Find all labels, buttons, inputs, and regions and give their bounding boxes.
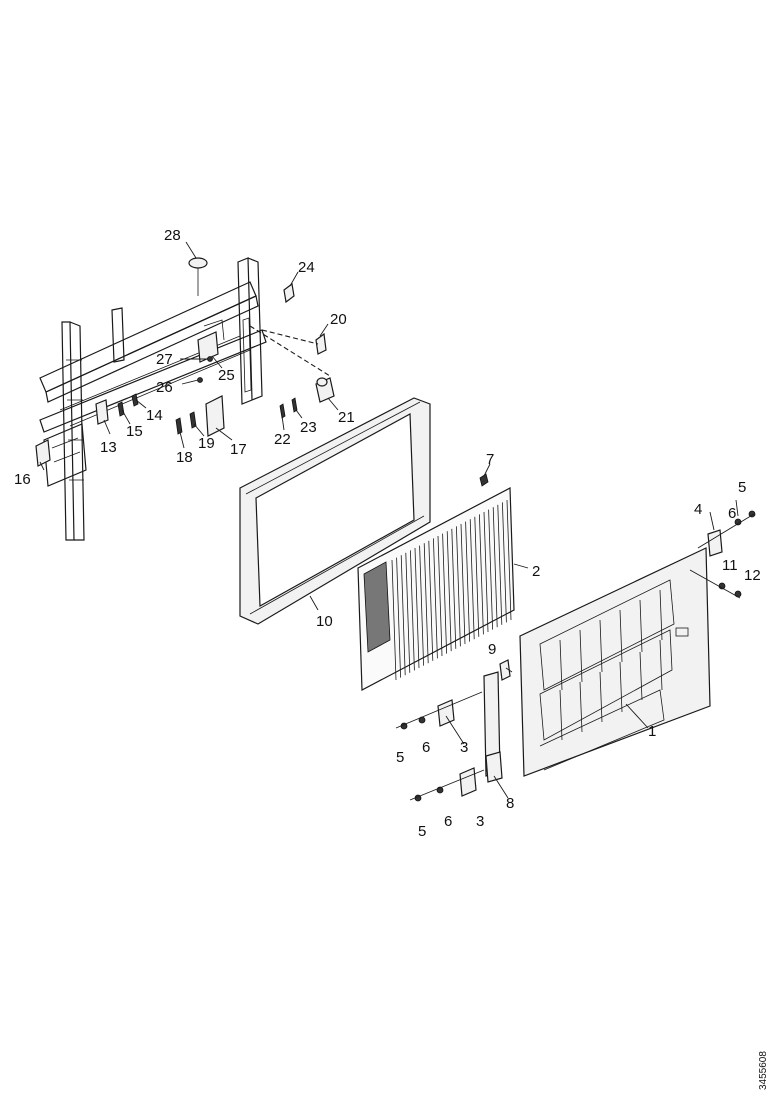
grille-panel-part bbox=[519, 547, 711, 777]
callout-label: 22 bbox=[274, 431, 291, 448]
callout-label: 21 bbox=[338, 409, 355, 426]
callout-label: 12 bbox=[744, 567, 761, 584]
fastener-stack-lower bbox=[409, 767, 485, 802]
clip-part-9 bbox=[499, 659, 511, 681]
callout-label: 6 bbox=[728, 505, 736, 522]
callout-label: 7 bbox=[486, 451, 494, 468]
radiator-core-part bbox=[357, 487, 515, 691]
callout-label: 19 bbox=[198, 435, 215, 452]
callout-label: 6 bbox=[444, 813, 452, 830]
callout-label: 24 bbox=[298, 259, 315, 276]
callout-label: 3 bbox=[476, 813, 484, 830]
outer-frame-part bbox=[239, 397, 431, 625]
callout-label: 5 bbox=[418, 823, 426, 840]
callout-label: 26 bbox=[156, 379, 173, 396]
vehicle-frame bbox=[39, 257, 267, 541]
fastener-stack-right bbox=[689, 510, 756, 599]
callout-label: 13 bbox=[100, 439, 117, 456]
callout-labels: 28 24 20 27 25 26 14 15 13 16 18 19 17 2… bbox=[14, 227, 761, 840]
callout-label: 14 bbox=[146, 407, 163, 424]
callout-label: 9 bbox=[488, 641, 496, 658]
side-bracket-part bbox=[483, 671, 503, 783]
callout-label: 16 bbox=[14, 471, 31, 488]
callout-label: 23 bbox=[300, 419, 317, 436]
callout-label: 5 bbox=[396, 749, 404, 766]
callout-label: 28 bbox=[164, 227, 181, 244]
callout-label: 17 bbox=[230, 441, 247, 458]
callout-label: 4 bbox=[694, 501, 702, 518]
callout-label: 10 bbox=[316, 613, 333, 630]
frame-hardware bbox=[35, 257, 335, 467]
callout-label: 6 bbox=[422, 739, 430, 756]
callout-label: 11 bbox=[722, 557, 738, 574]
callout-label: 27 bbox=[156, 351, 173, 368]
callout-label: 25 bbox=[218, 367, 235, 384]
callout-label: 20 bbox=[330, 311, 347, 328]
callout-leaders bbox=[39, 241, 739, 799]
mounting-dashed-line-2 bbox=[261, 329, 319, 345]
callout-label: 2 bbox=[532, 563, 540, 580]
callout-label: 5 bbox=[738, 479, 746, 496]
document-id: 3455608 bbox=[758, 1051, 769, 1090]
callout-label: 15 bbox=[126, 423, 143, 440]
callout-label: 1 bbox=[648, 723, 656, 740]
callout-label: 3 bbox=[460, 739, 468, 756]
callout-label: 18 bbox=[176, 449, 193, 466]
callout-label: 8 bbox=[506, 795, 514, 812]
fastener-stack-upper bbox=[395, 691, 483, 730]
